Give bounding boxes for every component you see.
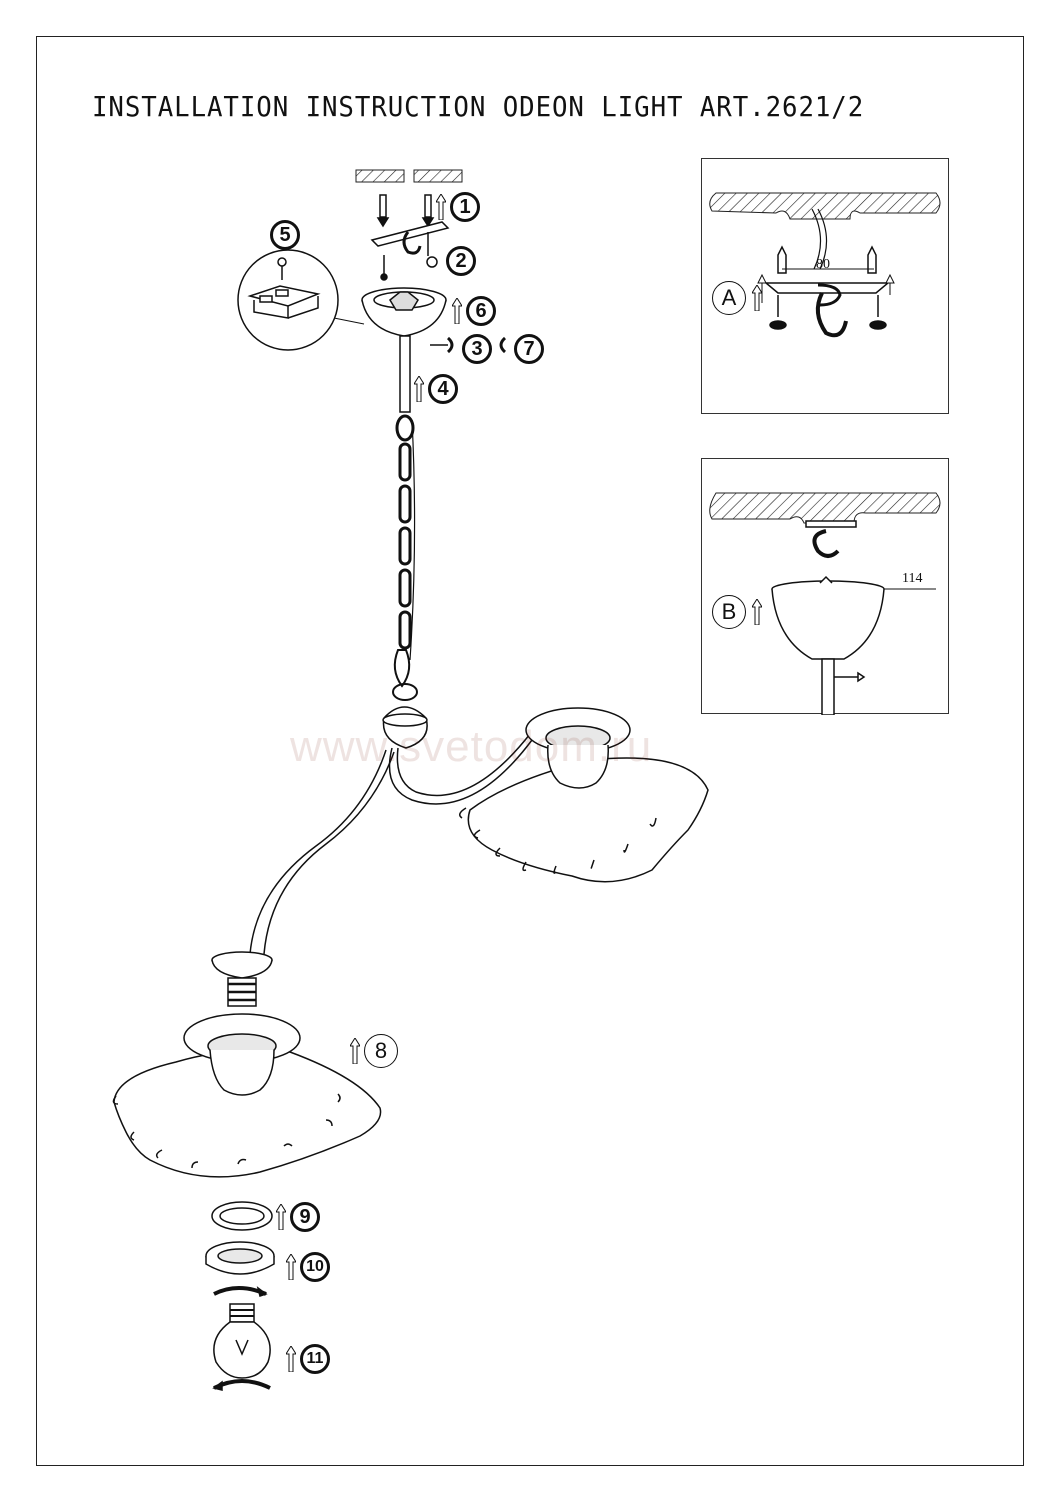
ceiling-section: [709, 192, 941, 220]
mounting-bracket: [370, 221, 450, 255]
step-7-label: 7: [514, 334, 544, 364]
step-5-label: 5: [270, 220, 300, 250]
ceiling-section: [709, 492, 941, 524]
ceiling-hatch: [355, 169, 405, 183]
chain: [395, 414, 416, 661]
junction-box-detail: [237, 249, 365, 351]
inset-b-dimension: 114: [902, 571, 923, 586]
step-9-label: 9: [276, 1202, 320, 1232]
upper-shade: [459, 707, 709, 883]
lower-shade: [112, 1013, 382, 1178]
step-8-label: 8: [350, 1034, 398, 1068]
document-title: INSTALLATION INSTRUCTION ODEON LIGHT ART…: [92, 90, 865, 123]
ceiling-canopy: [361, 287, 447, 337]
inset-a-label: A: [712, 281, 766, 315]
inset-b-drawing: [709, 492, 941, 715]
socket-ring: [205, 1241, 275, 1297]
step-1-label: 1: [436, 192, 480, 222]
step-3-label: 3: [462, 334, 492, 364]
inset-b-panel: B 114: [701, 458, 949, 715]
inset-a-panel: A 80: [701, 158, 949, 414]
center-body: [382, 706, 428, 749]
page-frame: [36, 36, 1024, 1466]
inset-b-label: B: [712, 595, 766, 629]
step-6-label: 6: [452, 296, 496, 326]
step-4-label: 4: [414, 374, 458, 404]
hanging-ring: [392, 649, 418, 701]
wall-anchors: [376, 194, 435, 228]
hook-screws: [380, 232, 438, 281]
glass-ring: [211, 1201, 273, 1231]
inset-a-dimension: 80: [816, 257, 830, 272]
step-11-label: 11: [286, 1344, 330, 1374]
inset-a-drawing: [709, 192, 941, 338]
lower-lamp-holder: [211, 951, 273, 1007]
step-10-label: 10: [286, 1252, 330, 1282]
step-2-label: 2: [446, 246, 476, 276]
suspension-rod: [399, 335, 411, 413]
light-bulb: [212, 1303, 271, 1391]
